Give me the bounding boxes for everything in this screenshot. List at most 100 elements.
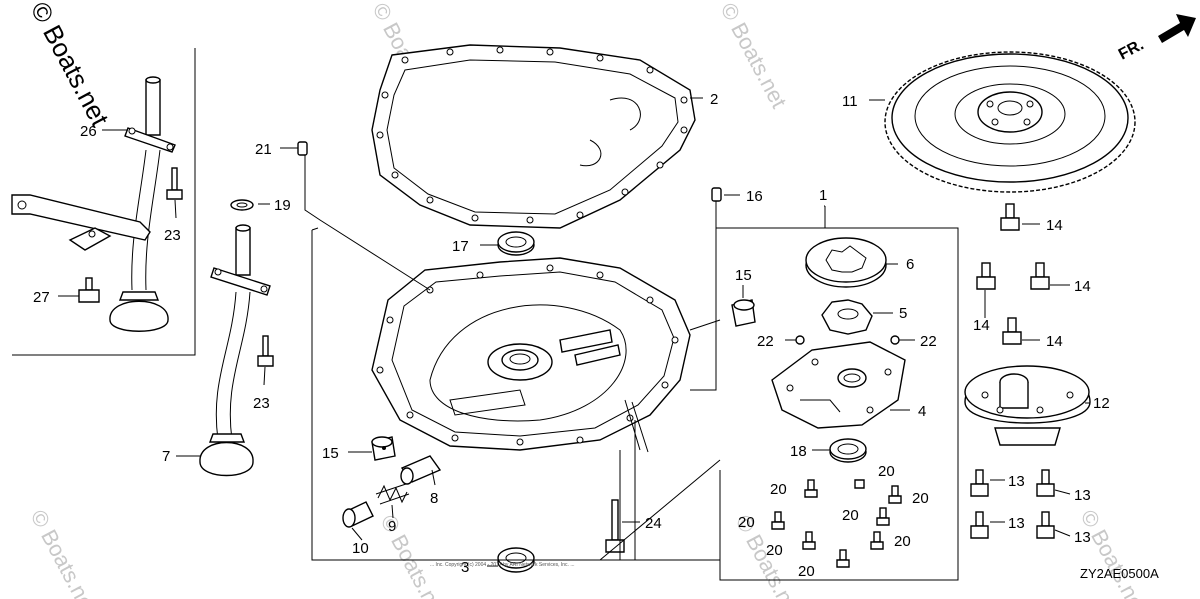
bolt-14 <box>976 262 996 290</box>
watermark-main: © Boats.net <box>25 0 116 132</box>
callout-15: 15 <box>322 445 339 462</box>
callout-9: 9 <box>388 518 396 535</box>
part-13-bolts <box>970 469 1055 539</box>
bolt-20 <box>876 507 890 526</box>
inset-bracket <box>11 194 151 251</box>
front-label: FR. <box>1116 36 1147 63</box>
callout-14: 14 <box>1046 333 1063 350</box>
part-14-bolts <box>976 203 1050 345</box>
bolt-13 <box>1036 469 1055 497</box>
callout-15: 15 <box>735 267 752 284</box>
callout-26: 26 <box>80 123 97 140</box>
part-19-washer-hole <box>236 202 248 208</box>
part-26-dipstick-tube <box>109 76 176 332</box>
callout-14: 14 <box>1074 278 1091 295</box>
front-direction-indicator: FR. <box>1116 14 1196 64</box>
callout-20: 20 <box>912 490 929 507</box>
callout-6: 6 <box>906 256 914 273</box>
part-6-outer-rotor <box>805 237 887 288</box>
callout-1: 1 <box>819 187 827 204</box>
front-arrow-icon <box>1158 14 1196 43</box>
callout-13: 13 <box>1074 487 1091 504</box>
callout-20: 20 <box>842 507 859 524</box>
part-4-pump-cover <box>771 341 906 429</box>
callout-19: 19 <box>274 197 291 214</box>
part-16-dowel-pin <box>711 187 722 202</box>
callout-5: 5 <box>899 305 907 322</box>
part-21-dowel-pin <box>297 141 308 156</box>
callout-20: 20 <box>766 542 783 559</box>
callout-17: 17 <box>452 238 469 255</box>
bolt-14 <box>1030 262 1050 290</box>
bolt-20 <box>854 479 865 489</box>
callout-13: 13 <box>1074 529 1091 546</box>
callout-20: 20 <box>878 463 895 480</box>
callout-11: 11 <box>842 93 858 110</box>
part-23-bolt <box>257 335 274 367</box>
bolt-20 <box>804 479 818 498</box>
callout-labels: 1 2 3 4 5 6 7 8 9 10 11 12 13 13 13 13 1… <box>33 91 1110 580</box>
part-2-gasket <box>371 44 696 229</box>
copyright-line: ... Inc. Copyright (c) 2004 - 2017 by AR… <box>430 562 575 568</box>
callout-14: 14 <box>973 317 990 334</box>
callout-18: 18 <box>790 443 807 460</box>
watermark-faded: © Boats.net <box>26 506 102 599</box>
bolt-14 <box>1000 203 1020 231</box>
callout-13: 13 <box>1008 515 1025 532</box>
callout-4: 4 <box>918 403 926 420</box>
part-22-dowel-pin-right <box>890 335 900 345</box>
part-8-valve-holder <box>400 455 442 485</box>
part-27-bolt <box>78 277 100 303</box>
callout-14: 14 <box>1046 217 1063 234</box>
bolt-14 <box>1002 317 1022 345</box>
callout-20: 20 <box>798 563 815 580</box>
callout-23: 23 <box>253 395 270 412</box>
bolt-13 <box>970 511 989 539</box>
callout-16: 16 <box>746 188 763 205</box>
callout-7: 7 <box>162 448 170 465</box>
callout-24: 24 <box>645 515 662 532</box>
bolt-20 <box>870 531 884 550</box>
callout-10: 10 <box>352 540 369 557</box>
watermark-faded: © Boats.net <box>1076 506 1152 599</box>
diagram-code: ZY2AE0500A <box>1080 566 1159 581</box>
inset-frame <box>12 48 196 356</box>
callout-27: 27 <box>33 289 50 306</box>
callout-22: 22 <box>757 333 774 350</box>
part-23-bolt-inset <box>166 167 183 200</box>
callout-20: 20 <box>770 481 787 498</box>
callout-3: 3 <box>461 559 469 576</box>
callout-20: 20 <box>894 533 911 550</box>
part-5-inner-rotor <box>821 299 873 335</box>
bolt-20 <box>836 549 850 568</box>
callout-13: 13 <box>1008 473 1025 490</box>
bolt-20 <box>802 531 816 550</box>
callout-8: 8 <box>430 490 438 507</box>
part-11-flywheel <box>884 51 1136 193</box>
part-10-valve <box>342 501 374 528</box>
callout-2: 2 <box>710 91 718 108</box>
bolt-20 <box>888 485 902 504</box>
callout-21: 21 <box>255 141 272 158</box>
watermark-faded: © Boats.net <box>716 0 792 112</box>
part-22-dowel-pin <box>795 335 805 345</box>
callout-23: 23 <box>164 227 181 244</box>
part-15-plug <box>731 299 756 327</box>
leader-lines <box>58 97 1090 567</box>
crankcase-cover <box>371 257 691 453</box>
part-9-spring <box>375 483 410 505</box>
watermark-faded: © Boats.net <box>376 511 452 599</box>
bolt-20 <box>771 511 785 530</box>
part-12-flange <box>964 365 1091 446</box>
callout-22: 22 <box>920 333 937 350</box>
part-20-bolts <box>771 479 902 568</box>
part-7-dipstick-tube <box>199 224 271 477</box>
callout-20: 20 <box>738 514 755 531</box>
part-18-oil-seal <box>829 438 867 463</box>
part-17-oil-seal <box>497 231 535 256</box>
bolt-13 <box>970 469 989 497</box>
callout-12: 12 <box>1093 395 1110 412</box>
bolt-13 <box>1036 511 1055 539</box>
part-24-bolt <box>605 499 625 553</box>
